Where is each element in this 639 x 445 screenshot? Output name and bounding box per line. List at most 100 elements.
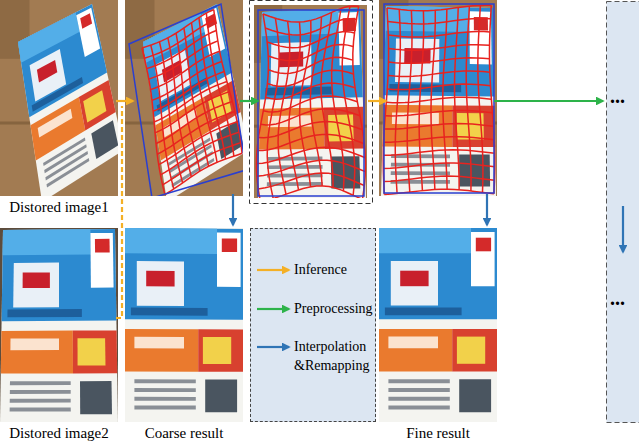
image-area (125, 228, 243, 425)
mesh-line (386, 97, 491, 103)
image-caption: Fine result (379, 425, 497, 442)
mesh-line (155, 92, 230, 133)
mesh-line (383, 163, 494, 168)
doc-text-line (388, 397, 449, 401)
image-area (0, 228, 118, 425)
dashed-flow-line (116, 106, 122, 318)
image-panel: Fine result (379, 228, 497, 442)
image-caption: Coarse result (125, 425, 243, 442)
document (0, 229, 118, 422)
mesh-line (443, 9, 447, 189)
mesh-line (160, 132, 239, 175)
flow-arrow (240, 100, 258, 102)
flow-arrow (622, 206, 624, 252)
mesh-line (267, 32, 354, 48)
doc-orange-panel (379, 329, 452, 372)
photo-background (379, 0, 497, 196)
doc-text-line (10, 381, 71, 385)
continuation-box (607, 2, 639, 423)
doc-text-line (45, 151, 88, 180)
doc-headline-band (3, 229, 91, 255)
doc-blue-panel (125, 228, 243, 320)
doc-blue-panel (2, 229, 117, 321)
doc-text-line (388, 379, 449, 383)
image-area (379, 228, 497, 425)
mesh-line (387, 5, 491, 11)
doc-orange-panel (125, 329, 198, 372)
doc-text-line (134, 406, 195, 410)
mesh-line (388, 58, 489, 64)
image-panel: Distored image1 (0, 0, 118, 216)
photo (125, 0, 243, 196)
doc-text-line (134, 397, 195, 401)
mesh-line (383, 150, 494, 156)
doc-product (78, 338, 106, 365)
doc-promo-text (388, 337, 438, 349)
mesh-line (151, 51, 220, 89)
mesh-line (384, 124, 493, 130)
mesh-line (385, 110, 492, 115)
flow-arrow (232, 194, 234, 225)
photo-background (254, 5, 367, 198)
doc-promo-text (134, 337, 184, 349)
photo-background (379, 228, 497, 422)
doc-text-line (391, 171, 450, 175)
doc-promo-text (38, 109, 73, 138)
mesh-line (261, 109, 360, 125)
doc-coupon (90, 233, 113, 288)
legend-box: InferencePreprocessingInterpolation &Rem… (250, 228, 376, 422)
mesh-line (258, 122, 362, 138)
document (18, 4, 118, 196)
photo (125, 228, 243, 422)
doc-barcode (80, 381, 112, 414)
document (125, 228, 243, 422)
mesh-line (384, 176, 495, 181)
doc-text-line (10, 408, 71, 412)
bounding-outline (384, 4, 494, 193)
image-panel: Distored image2 (0, 228, 118, 442)
doc-coupon (471, 232, 495, 286)
flow-arrow (368, 100, 386, 102)
mesh-line (388, 32, 490, 38)
mesh-line (157, 112, 235, 155)
image-panel: Coarse result (125, 228, 243, 442)
mesh-line (388, 71, 490, 77)
doc-coupon-mark (476, 238, 491, 252)
doc-product-logo (23, 272, 50, 288)
doc-red-panel (198, 329, 243, 372)
doc-blue-strip (131, 308, 208, 316)
mesh-line (263, 96, 357, 112)
image-area (0, 0, 118, 199)
photo (254, 5, 367, 198)
doc-blue-panel (379, 228, 497, 319)
doc-product-logo (400, 271, 428, 287)
doc-product-logo (146, 271, 174, 287)
bounding-outline (258, 10, 364, 196)
mesh-line (395, 9, 400, 193)
mesh-line (154, 82, 227, 123)
doc-product (203, 337, 231, 364)
document (258, 8, 366, 198)
doc-product (457, 337, 485, 364)
mesh-line (163, 143, 241, 185)
legend-text: Inference (294, 260, 374, 279)
flow-arrow (486, 194, 488, 225)
doc-coupon (217, 233, 241, 287)
doc-coupon-mark (222, 239, 237, 253)
doc-text-line (388, 406, 449, 410)
mesh-line (214, 9, 242, 153)
doc-product (83, 90, 106, 122)
doc-barcode (459, 379, 491, 412)
doc-text-line (10, 399, 71, 403)
mesh-line (389, 45, 490, 50)
doc-product-box (391, 261, 438, 306)
doc-barcode (91, 120, 118, 159)
legend-text: Preprocessing (294, 299, 374, 318)
photo-background (125, 228, 243, 422)
mesh-line (153, 72, 224, 112)
legend-samples (251, 229, 375, 421)
dashed-frame (250, 1, 373, 204)
doc-red-panel (73, 330, 117, 373)
photo (0, 0, 118, 196)
